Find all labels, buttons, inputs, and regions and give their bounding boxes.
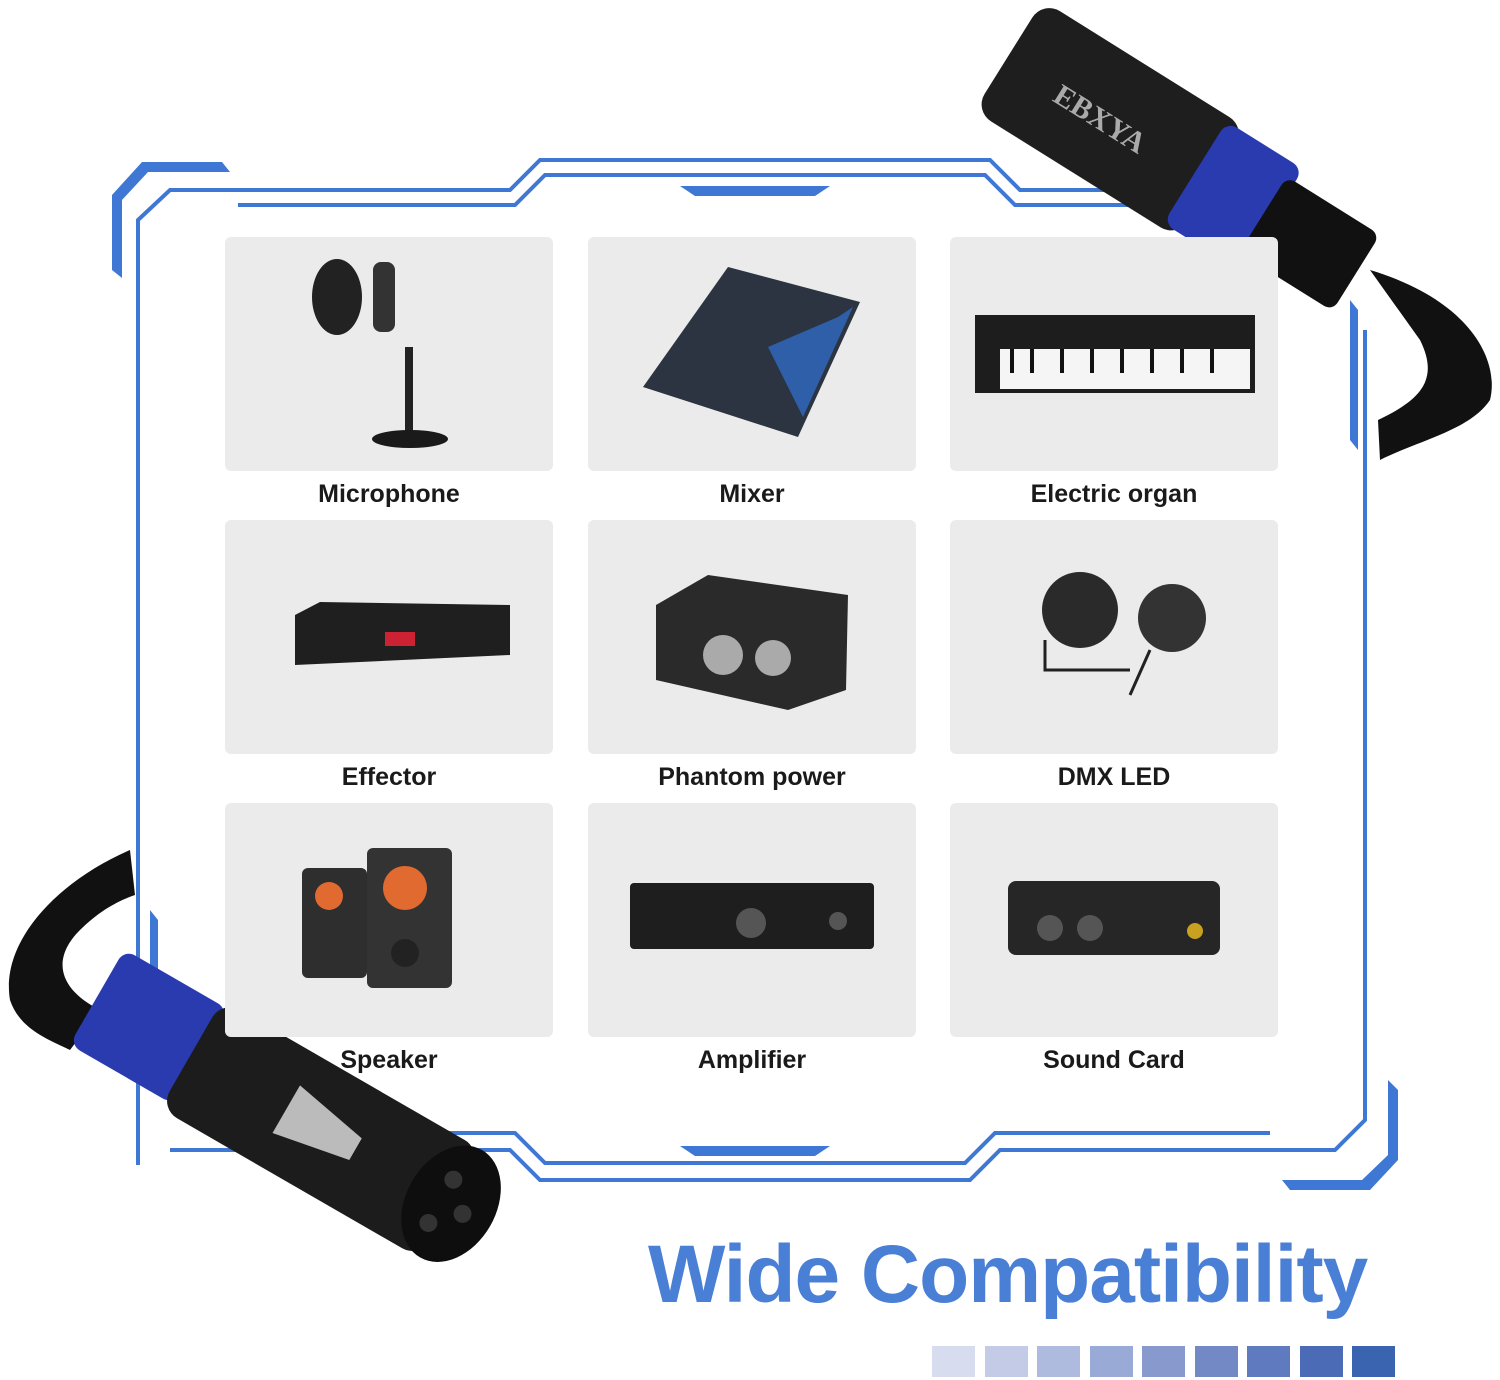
card-phantom-power (588, 520, 916, 754)
label-effector: Effector (341, 763, 437, 791)
label-microphone: Microphone (318, 480, 460, 508)
label-sound-card: Sound Card (1043, 1046, 1185, 1074)
swatch (1247, 1346, 1290, 1377)
card-electric-organ (950, 237, 1278, 471)
swatch (1299, 1346, 1343, 1377)
card-effector (225, 520, 553, 754)
microphone-icon (312, 259, 448, 448)
label-amplifier: Amplifier (697, 1046, 807, 1074)
headline: Wide Compatibility (648, 1229, 1368, 1320)
swatch (932, 1346, 975, 1377)
card-amplifier (588, 803, 916, 1037)
label-dmx-led: DMX LED (1057, 763, 1171, 791)
card-dmx-led (950, 520, 1278, 754)
keyboard-icon (975, 315, 1255, 393)
phantom-power-icon (656, 575, 848, 710)
swatch (1352, 1346, 1395, 1377)
card-speaker (225, 803, 553, 1037)
mixer-icon (643, 267, 860, 437)
label-electric-organ: Electric organ (1030, 480, 1198, 508)
swatch (984, 1346, 1028, 1377)
card-mixer (588, 237, 916, 471)
speaker-icon (302, 848, 452, 988)
swatch (1194, 1346, 1238, 1377)
sound-card-icon (1008, 881, 1220, 955)
swatch (1142, 1346, 1185, 1377)
label-speaker: Speaker (340, 1046, 438, 1074)
dmx-led-icon (1042, 572, 1206, 696)
swatch (1089, 1346, 1133, 1377)
label-phantom-power: Phantom power (658, 763, 846, 791)
effector-icon (295, 602, 510, 665)
swatch (1037, 1346, 1080, 1377)
label-mixer: Mixer (719, 480, 785, 508)
card-sound-card (950, 803, 1278, 1037)
amplifier-icon (630, 883, 874, 949)
card-microphone (225, 237, 553, 471)
